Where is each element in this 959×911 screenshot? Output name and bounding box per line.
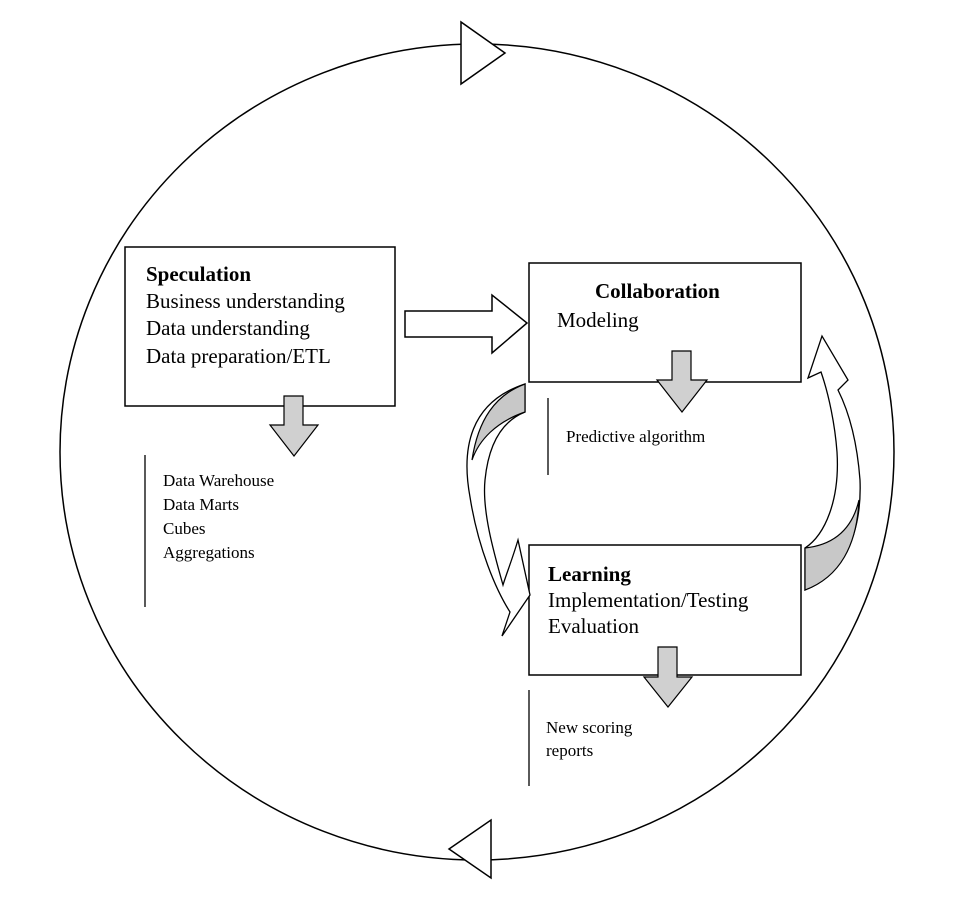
learning-title: Learning [548, 562, 631, 586]
collaboration-output-predictive: Predictive algorithm [566, 427, 706, 446]
speculation-output-arrow-icon [268, 395, 320, 457]
learning-line-implementation: Implementation/Testing [548, 588, 749, 612]
learning-output-reports: reports [546, 741, 594, 760]
speculation-output-warehouse: Data Warehouse [163, 471, 275, 490]
learning-output-arrow-icon [642, 646, 694, 708]
cycle-arrow-bottom-icon [447, 818, 492, 880]
speculation-line-business: Business understanding [146, 289, 345, 313]
learning-output-scoring: New scoring [546, 718, 633, 737]
learning-line-evaluation: Evaluation [548, 614, 639, 638]
speculation-output-cubes: Cubes [163, 519, 206, 538]
speculation-line-preparation: Data preparation/ETL [146, 344, 331, 368]
collaboration-output-arrow-icon [655, 350, 709, 413]
speculation-line-data: Data understanding [146, 316, 310, 340]
speculation-box [124, 246, 396, 407]
speculation-to-collaboration-arrow-icon [404, 293, 529, 355]
collaboration-box [528, 262, 802, 383]
cycle-arrow-top-icon [460, 20, 507, 86]
speculation-title: Speculation [146, 262, 252, 286]
collaboration-line-modeling: Modeling [557, 308, 639, 332]
collaboration-to-learning-curved-arrow-shade [471, 383, 526, 461]
speculation-output-marts: Data Marts [163, 495, 240, 514]
collaboration-title: Collaboration [595, 279, 720, 303]
learning-to-collaboration-curved-arrow-shade [804, 499, 860, 591]
collaboration-to-learning-curved-arrow-icon [466, 383, 531, 637]
speculation-output-aggregations: Aggregations [163, 543, 255, 562]
